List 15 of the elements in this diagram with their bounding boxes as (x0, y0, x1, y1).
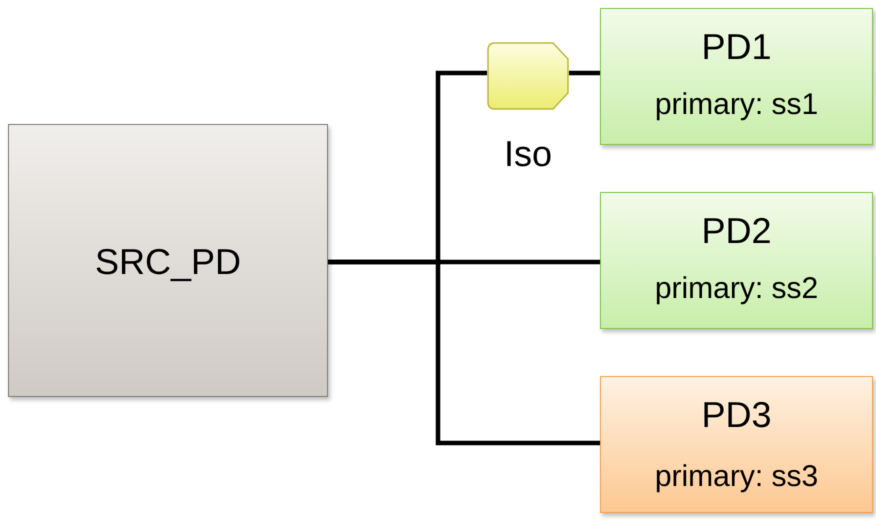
process-box (8, 124, 328, 397)
connector-line (328, 260, 600, 446)
box-title: PD2 (700, 209, 773, 253)
isolation-tag (487, 42, 569, 110)
box-title: PD1 (700, 25, 773, 69)
node-caption: Iso (504, 132, 552, 176)
box-title: PD3 (700, 393, 773, 437)
box-title: SRC_PD (94, 240, 242, 284)
process-box (600, 192, 873, 329)
connector-line (569, 70, 600, 76)
box-subtitle: primary: ss1 (654, 87, 820, 123)
process-box (600, 8, 873, 145)
box-subtitle: primary: ss2 (654, 271, 820, 307)
process-box (600, 376, 873, 513)
box-subtitle: primary: ss3 (654, 459, 820, 495)
